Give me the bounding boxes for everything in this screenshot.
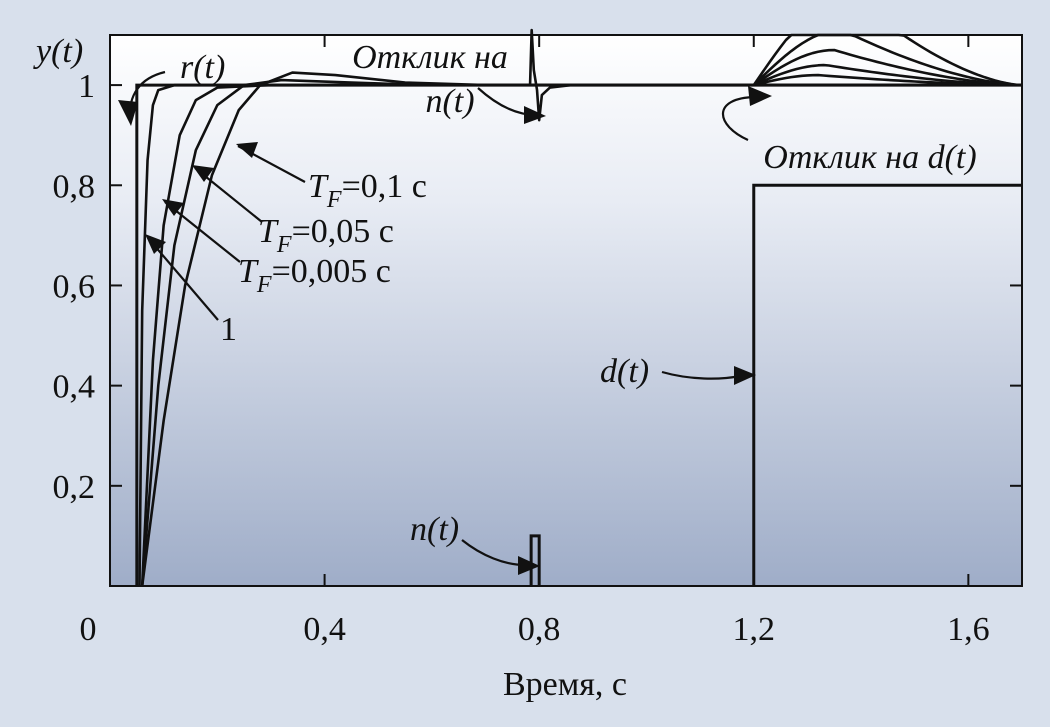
- y-tick-label: 1: [78, 68, 95, 105]
- x-axis-label: Время, с: [503, 666, 627, 703]
- r-arrowhead: [118, 100, 138, 126]
- noise-response-label-line1: Отклик на: [352, 39, 508, 76]
- noise-response-spike: [528, 28, 572, 122]
- y-tick-label: 0,8: [53, 168, 96, 205]
- r-label: r(t): [180, 49, 225, 86]
- response-curve-2: [140, 78, 1022, 587]
- x-tick-label: 1,2: [733, 611, 776, 648]
- y-tick-label: 0,4: [53, 369, 96, 406]
- tf-label-0-005: TF=0,005 с: [238, 253, 391, 298]
- curve-1-label: 1: [220, 311, 237, 348]
- y-axis-label: y(t): [33, 33, 83, 70]
- curve-1-arrow: [147, 237, 219, 321]
- x-tick-label: 0,4: [303, 611, 346, 648]
- tf-arrow-0-005: [164, 201, 241, 263]
- disturbance-response-curve-1: [753, 63, 1017, 87]
- noise-response-arrowhead: [524, 106, 546, 124]
- tf-arrowhead-0-05: [192, 165, 214, 182]
- disturbance-response-curve-2: [753, 48, 1017, 87]
- disturbance-response-arrowhead: [748, 86, 772, 106]
- n-arrowhead: [518, 556, 540, 575]
- disturbance-signal: [752, 183, 1022, 586]
- n-label: n(t): [410, 511, 459, 548]
- x-tick-label: 0: [80, 611, 97, 648]
- disturbance-response-curve-3: [752, 33, 1017, 87]
- tf-arrowhead-0-1: [236, 142, 258, 158]
- plot-area: [109, 34, 1023, 587]
- disturbance-response-curve-4: [752, 33, 1017, 87]
- d-label: d(t): [600, 353, 649, 390]
- tf-arrowhead-0-005: [162, 199, 184, 216]
- response-curve-0: [138, 83, 1022, 587]
- tf-label-0-1: TF=0,1 с: [308, 168, 427, 213]
- y-tick-label: 0,6: [53, 268, 96, 305]
- noise-response-label-line2: n(t): [425, 83, 474, 120]
- x-tick-label: 0,8: [518, 611, 561, 648]
- disturbance-response-label: Отклик на d(t): [763, 139, 976, 176]
- x-tick-label: 1,6: [947, 611, 990, 648]
- noise-pulse-signal: [529, 534, 541, 586]
- disturbance-response-arrow: [721, 95, 756, 142]
- y-tick-label: 0,2: [53, 469, 96, 506]
- response-curve-3: [140, 71, 1022, 587]
- curve-1-arrowhead: [145, 234, 166, 254]
- d-arrowhead: [734, 366, 756, 385]
- tf-label-0-05: TF=0,05 с: [258, 213, 394, 258]
